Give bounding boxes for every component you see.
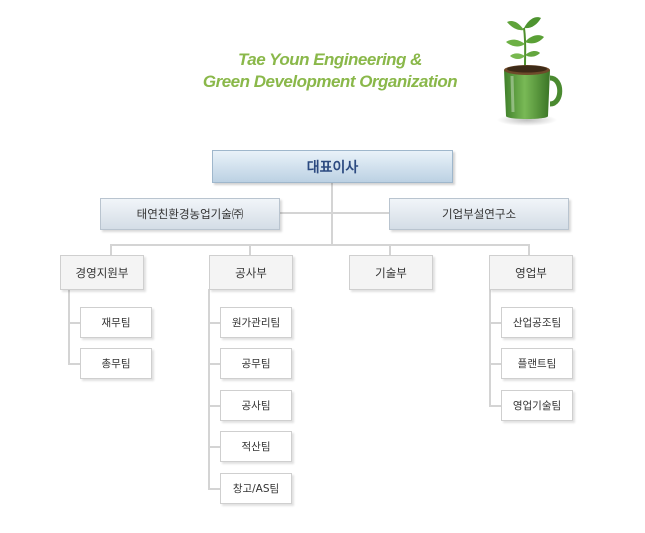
team-box: 적산팀: [220, 431, 292, 462]
team-box: 재무팀: [80, 307, 152, 338]
connector-team-vertical-2: [208, 289, 210, 489]
dept-box-construction: 공사부: [209, 255, 293, 290]
dept-box-technology: 기술부: [349, 255, 433, 290]
connector-dept-bus: [110, 244, 529, 246]
connector-team-branch: [489, 405, 501, 407]
connector-dept-4: [528, 244, 530, 255]
team-box: 영업기술팀: [501, 390, 573, 421]
team-box: 원가관리팀: [220, 307, 292, 338]
connector-team-branch: [208, 322, 220, 324]
connector-affiliates: [279, 212, 389, 214]
team-box: 산업공조팀: [501, 307, 573, 338]
connector-team-branch: [208, 488, 220, 490]
affiliate-right-box: 기업부설연구소: [389, 198, 569, 230]
connector-team-vertical-1: [68, 289, 70, 364]
affiliate-left-box: 태연친환경농업기술㈜: [100, 198, 280, 230]
team-box: 공사팀: [220, 390, 292, 421]
slogan-line-1: Tae Youn Engineering &: [238, 50, 422, 69]
team-box: 플랜트팀: [501, 348, 573, 379]
connector-team-branch: [208, 446, 220, 448]
team-box: 창고/AS팀: [220, 473, 292, 504]
connector-team-branch: [489, 322, 501, 324]
connector-team-vertical-4: [489, 289, 491, 406]
team-box: 총무팀: [80, 348, 152, 379]
connector-team-branch: [489, 363, 501, 365]
dept-box-sales: 영업부: [489, 255, 573, 290]
connector-dept-1: [110, 244, 112, 255]
connector-team-branch: [208, 405, 220, 407]
slogan-line-2: Green Development Organization: [202, 72, 458, 91]
connector-team-branch: [68, 322, 80, 324]
connector-dept-3: [389, 244, 391, 255]
dept-box-management: 경영지원부: [60, 255, 144, 290]
connector-team-branch: [208, 363, 220, 365]
team-box: 공무팀: [220, 348, 292, 379]
connector-team-branch: [68, 363, 80, 365]
plant-mug-icon: [497, 17, 563, 126]
ceo-box: 대표이사: [212, 150, 453, 183]
connector-dept-2: [249, 244, 251, 255]
